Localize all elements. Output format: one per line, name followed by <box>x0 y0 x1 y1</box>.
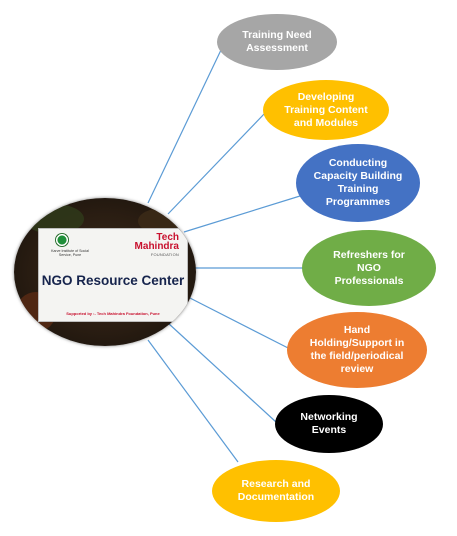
signboard-support-line: Supported by :- Tech Mahindra Foundation… <box>66 311 160 316</box>
connector-line <box>185 295 293 351</box>
karve-institute-logo-icon <box>55 233 69 247</box>
brand-foundation: FOUNDATION <box>150 252 179 257</box>
ngo-resource-center-photo: Karve Institute of Social Service, Pune … <box>14 198 196 346</box>
node-training-need-assessment: Training Need Assessment <box>217 14 337 70</box>
node-label: Research and Documentation <box>237 478 315 503</box>
node-label: Refreshers for NGO Professionals <box>333 248 405 287</box>
node-label: Hand Holding/Support in the field/period… <box>309 324 405 375</box>
node-conducting-capacity-building: Conducting Capacity Building Training Pr… <box>296 144 420 222</box>
node-networking-events: Networking Events <box>275 395 383 453</box>
connector-line <box>147 339 239 463</box>
institute-name: Karve Institute of Social Service, Pune <box>51 249 89 258</box>
node-research-documentation: Research and Documentation <box>212 460 340 522</box>
signboard-title: NGO Resource Center <box>41 273 185 288</box>
node-hand-holding-support: Hand Holding/Support in the field/period… <box>287 312 427 388</box>
connector-line <box>183 195 301 233</box>
node-label: Conducting Capacity Building Training Pr… <box>313 157 403 208</box>
brand-line-1: Tech <box>156 232 179 243</box>
connector-line <box>167 322 277 423</box>
resource-center-signboard: Karve Institute of Social Service, Pune … <box>38 228 188 322</box>
connector-line <box>167 111 267 215</box>
node-label: Developing Training Content and Modules <box>284 90 368 129</box>
node-developing-training-content: Developing Training Content and Modules <box>263 80 389 140</box>
brand-line-2: Mahindra <box>134 241 179 252</box>
tech-mahindra-logo: Tech Mahindra <box>123 232 179 252</box>
connector-line <box>147 49 222 204</box>
node-label: Training Need Assessment <box>242 29 312 54</box>
node-refreshers-ngo-professionals: Refreshers for NGO Professionals <box>302 230 436 306</box>
node-label: Networking Events <box>300 411 358 436</box>
